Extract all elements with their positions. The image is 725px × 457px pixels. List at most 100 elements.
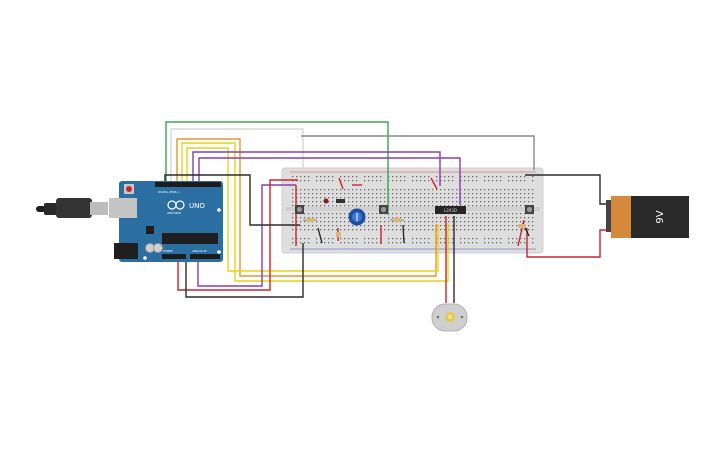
breadboard-hole <box>460 221 462 223</box>
breadboard-hole <box>300 180 302 182</box>
breadboard-hole <box>316 229 318 231</box>
wires <box>164 121 608 303</box>
breadboard-hole <box>492 189 494 191</box>
breadboard-hole <box>400 238 402 240</box>
breadboard-hole <box>512 221 514 223</box>
breadboard-hole <box>364 225 366 227</box>
power-jack <box>114 243 138 259</box>
breadboard-hole <box>328 189 330 191</box>
breadboard-hole <box>384 225 386 227</box>
breadboard-hole <box>416 197 418 199</box>
breadboard-hole <box>424 205 426 207</box>
breadboard-hole <box>392 201 394 203</box>
breadboard-hole <box>408 189 410 191</box>
breadboard-hole <box>308 176 310 178</box>
breadboard-hole <box>292 221 294 223</box>
breadboard-hole <box>512 213 514 215</box>
breadboard-hole <box>412 221 414 223</box>
breadboard-hole <box>332 213 334 215</box>
breadboard-hole <box>344 238 346 240</box>
breadboard-hole <box>524 201 526 203</box>
breadboard-hole <box>496 193 498 195</box>
breadboard-hole <box>332 180 334 182</box>
breadboard-hole <box>432 229 434 231</box>
breadboard-hole <box>344 242 346 244</box>
breadboard-hole <box>512 242 514 244</box>
breadboard-hole <box>504 189 506 191</box>
breadboard-hole <box>304 225 306 227</box>
breadboard-hole <box>468 242 470 244</box>
breadboard-hole <box>468 213 470 215</box>
breadboard-hole <box>316 176 318 178</box>
breadboard-hole <box>348 225 350 227</box>
breadboard-hole <box>508 217 510 219</box>
breadboard-hole <box>376 225 378 227</box>
breadboard-hole <box>336 197 338 199</box>
breadboard-hole <box>308 242 310 244</box>
breadboard-hole <box>344 217 346 219</box>
breadboard-hole <box>472 180 474 182</box>
breadboard-hole <box>448 221 450 223</box>
breadboard-hole <box>384 229 386 231</box>
breadboard-hole <box>472 193 474 195</box>
breadboard-hole <box>384 189 386 191</box>
breadboard-hole <box>408 193 410 195</box>
breadboard-hole <box>332 225 334 227</box>
breadboard-hole <box>396 229 398 231</box>
breadboard-hole <box>448 201 450 203</box>
breadboard-hole <box>384 201 386 203</box>
breadboard-hole <box>352 242 354 244</box>
breadboard-hole <box>392 197 394 199</box>
power-label: POWER <box>163 249 173 253</box>
breadboard-hole <box>424 193 426 195</box>
breadboard-hole <box>496 242 498 244</box>
breadboard-hole <box>500 176 502 178</box>
breadboard-hole <box>396 225 398 227</box>
breadboard-hole <box>292 213 294 215</box>
breadboard-hole <box>416 221 418 223</box>
breadboard-hole <box>428 229 430 231</box>
breadboard-hole <box>316 225 318 227</box>
breadboard-hole <box>404 229 406 231</box>
usb-cable <box>36 198 108 218</box>
breadboard-hole <box>532 180 534 182</box>
breadboard-hole <box>368 180 370 182</box>
breadboard-hole <box>464 189 466 191</box>
breadboard-hole <box>464 205 466 207</box>
breadboard-hole <box>312 229 314 231</box>
breadboard-hole <box>492 242 494 244</box>
breadboard-hole <box>420 238 422 240</box>
breadboard-hole <box>484 176 486 178</box>
breadboard-hole <box>304 217 306 219</box>
breadboard-hole <box>316 201 318 203</box>
breadboard-hole <box>532 238 534 240</box>
breadboard-hole <box>408 197 410 199</box>
breadboard-hole <box>428 176 430 178</box>
breadboard-hole <box>508 221 510 223</box>
breadboard-hole <box>512 193 514 195</box>
breadboard-hole <box>340 205 342 207</box>
breadboard-hole <box>504 225 506 227</box>
breadboard-hole <box>364 205 366 207</box>
breadboard-hole <box>504 205 506 207</box>
breadboard-hole <box>332 176 334 178</box>
breadboard-hole <box>528 225 530 227</box>
breadboard-hole <box>492 193 494 195</box>
breadboard-hole <box>476 197 478 199</box>
breadboard-hole <box>428 193 430 195</box>
breadboard-hole <box>332 205 334 207</box>
breadboard-hole <box>348 229 350 231</box>
breadboard-hole <box>364 180 366 182</box>
breadboard-hole <box>356 180 358 182</box>
breadboard-hole <box>512 180 514 182</box>
breadboard-hole <box>416 189 418 191</box>
breadboard-hole <box>444 180 446 182</box>
breadboard-hole <box>468 176 470 178</box>
breadboard-hole <box>420 197 422 199</box>
breadboard-hole <box>520 197 522 199</box>
breadboard-hole <box>448 197 450 199</box>
breadboard-hole <box>516 242 518 244</box>
breadboard-hole <box>492 205 494 207</box>
breadboard-hole <box>432 189 434 191</box>
